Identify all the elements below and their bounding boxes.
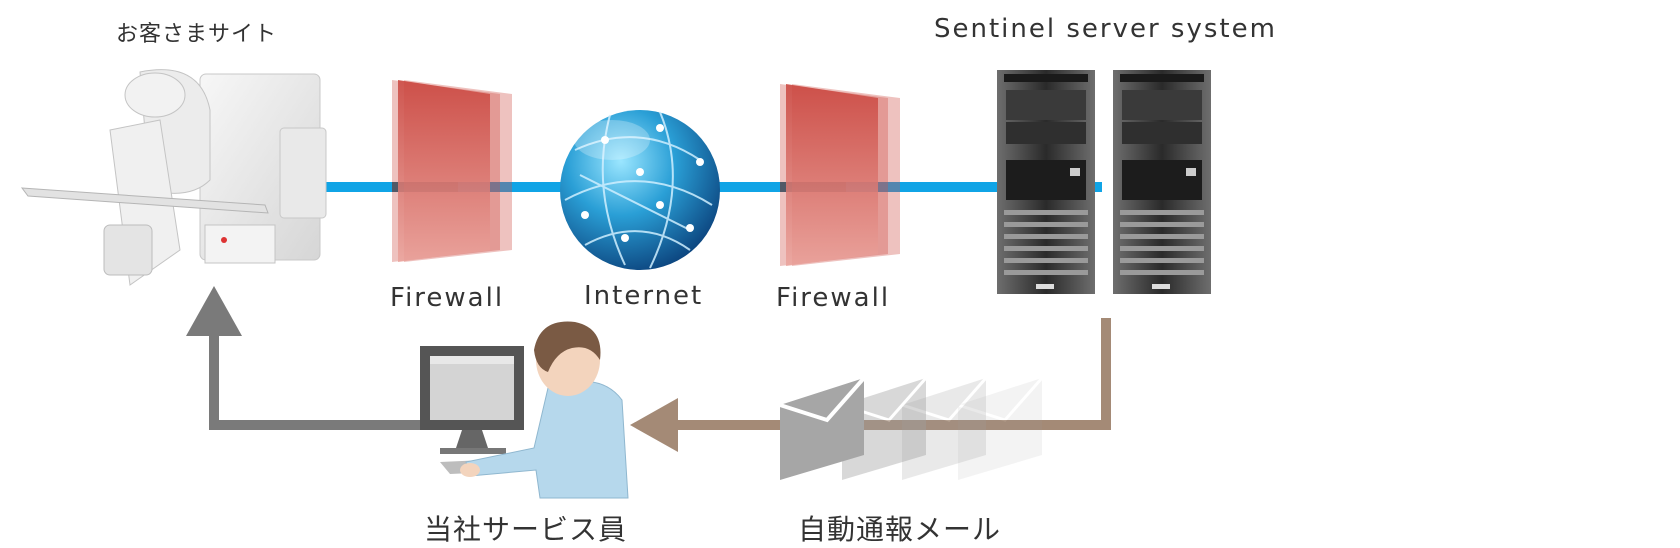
return-arrow: [186, 286, 420, 430]
person-icon: [460, 321, 629, 499]
firewall-left-label: Firewall: [390, 283, 505, 313]
auto-mail-label: 自動通報メール: [798, 513, 1002, 546]
firewall-icon-right: [780, 84, 900, 266]
firewall-right-label: Firewall: [776, 283, 891, 313]
customer-site-label: お客さまサイト: [116, 22, 278, 47]
internet-label: Internet: [584, 281, 704, 311]
firewall-icon: [392, 80, 512, 262]
server-system-label: Sentinel server system: [934, 14, 1277, 44]
computer-monitor-icon: [420, 346, 540, 474]
server-rack-icon-2: [1113, 70, 1211, 294]
service-staff-label: 当社サービス員: [424, 513, 628, 546]
globe-icon: [560, 110, 720, 270]
server-rack-icon: [997, 70, 1095, 294]
envelope-icon: [779, 376, 1044, 480]
medical-equipment-icon: [20, 69, 327, 286]
